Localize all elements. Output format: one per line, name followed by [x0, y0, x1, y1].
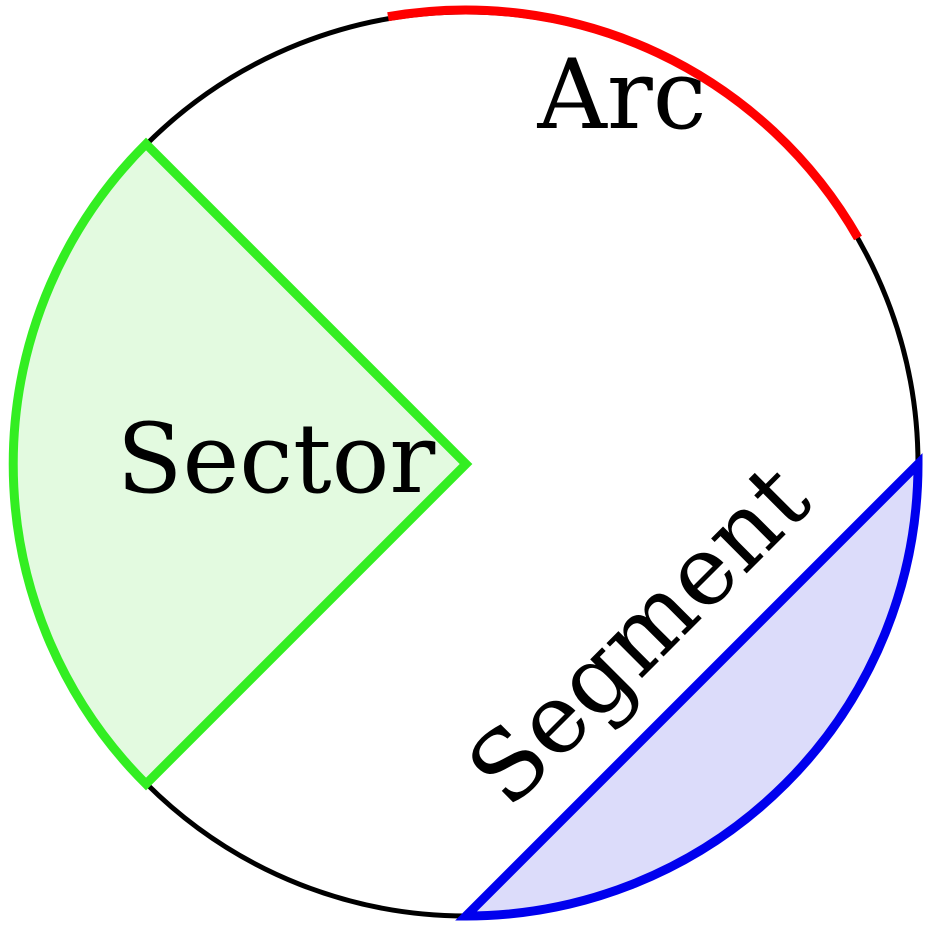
arc-highlight [387, 5, 862, 241]
segment-shape [455, 453, 923, 921]
sector-shape [8, 137, 473, 791]
sector-label: Sector [117, 403, 436, 515]
arc-label: Arc [537, 39, 707, 151]
